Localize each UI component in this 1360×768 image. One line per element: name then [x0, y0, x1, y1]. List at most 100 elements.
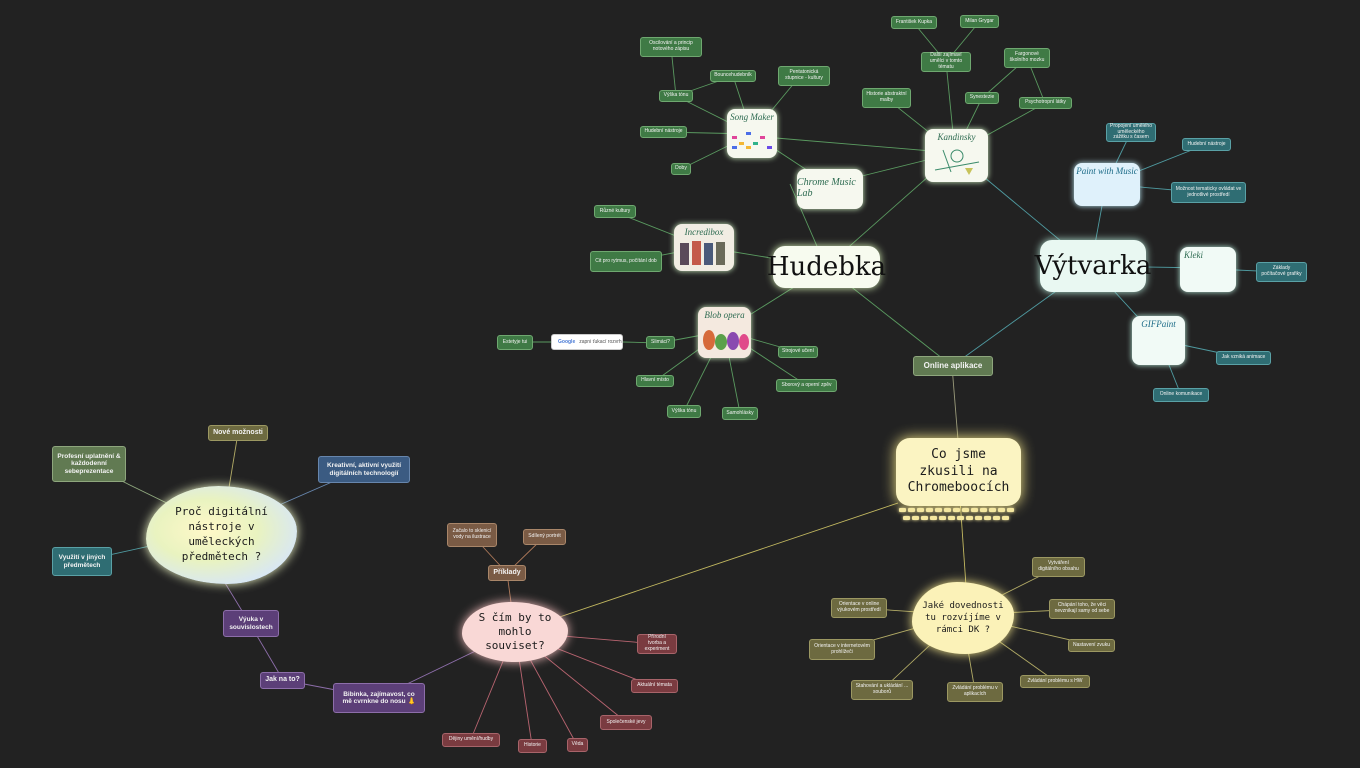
bibinka-node[interactable]: Bibinka, zajímavost, co mě cvrnkne do no… [333, 683, 425, 713]
spolecenske-jevy-node[interactable]: Společenské jevy [600, 715, 652, 730]
vyuziti-label: Využití v jiných předmětech [58, 554, 106, 569]
propojeni-node[interactable]: Propojení umělého uměleckého zážitku s č… [1106, 123, 1156, 142]
vyska-tonu-node-2[interactable]: Výška tónu [667, 405, 701, 418]
reseni-hw-label: Zvládání problému s HW [1027, 677, 1083, 684]
zaklady-grafiky-node[interactable]: Základy počítačové grafiky [1256, 262, 1307, 282]
hudebka-node[interactable]: Hudebka [767, 246, 886, 288]
hlavni-misto-label: Hlavní místo [641, 377, 669, 384]
hudebni-nastroje-node-2[interactable]: Hudební nástroje [1182, 138, 1231, 151]
orientace-internet-node[interactable]: Orientace v internetovém prohlížeči [809, 639, 875, 660]
hudebni-nastroje-label-2: Hudební nástroje [1187, 140, 1226, 147]
synestezie-label: Synestezie [969, 94, 995, 101]
fargonove-node[interactable]: Fargonové školního mozku [1004, 48, 1050, 68]
milan-grygar-node[interactable]: Milan Grygar [960, 15, 999, 28]
bouncehudebnik-node[interactable]: Bouncehudebník [710, 70, 756, 82]
vytvareni-obsahu-node[interactable]: Vytváření digitálního obsahu [1032, 557, 1085, 577]
song-maker-label: Song Maker [730, 112, 774, 122]
nove-moznosti-node[interactable]: Nové možnosti [208, 425, 268, 441]
blob-opera-card[interactable]: Blob opera [698, 307, 751, 358]
priklady-node[interactable]: Příklady [488, 565, 526, 581]
historie-abstraktni-node[interactable]: Historie abstraktní malby [862, 88, 911, 108]
pentatonika-node[interactable]: Pentatonická stupnice - kultury [778, 66, 830, 86]
dalsi-zajimavi-node[interactable]: Další zajímaví umělci v tomto tématu [921, 52, 971, 72]
song-maker-card[interactable]: Song Maker [727, 109, 777, 158]
orientace-online-node[interactable]: Orientace v online výukovém prostředí [831, 598, 887, 618]
synestezie-node[interactable]: Synestezie [965, 92, 999, 104]
estetyje-label: Estetyje tui [502, 338, 528, 345]
incredibox-card[interactable]: Incredibox [674, 224, 734, 271]
bibinka-label: Bibinka, zajímavost, co mě cvrnkne do no… [342, 690, 416, 705]
nove-moznosti-label: Nové možnosti [213, 428, 263, 436]
online-aplikace-node[interactable]: Online aplikace [913, 356, 993, 376]
oscilace-node[interactable]: Oscilování a princip notového zápisu [640, 37, 702, 57]
doby-node[interactable]: Doby [671, 163, 691, 175]
jak-vznika-label: Jak vzniká animace [1221, 354, 1266, 361]
vyuka-node[interactable]: Výuka v souvislostech [223, 610, 279, 637]
chapani-node[interactable]: Chápání toho, že věci nevznikají samy od… [1049, 599, 1115, 619]
paint-with-music-card[interactable]: Paint with Music [1074, 163, 1140, 206]
ruzne-kultury-node[interactable]: Různé kultury [594, 205, 636, 218]
frantisek-kupka-node[interactable]: František Kupka [891, 16, 937, 29]
prirodni-node[interactable]: Přírodní tvorba a experiment [637, 634, 677, 654]
chrome-music-lab-label: Chrome Music Lab [797, 177, 856, 199]
proc-digitalni-node[interactable]: Proč digitální nástroje v uměleckých pře… [146, 486, 297, 584]
kandinsky-card[interactable]: Kandinsky [925, 129, 988, 182]
co-jsme-zkusili-label: Co jsme zkusili na Chromeboocích [907, 446, 1010, 496]
vyuziti-node[interactable]: Využití v jiných předmětech [52, 547, 112, 576]
blob-singers-icon [702, 330, 749, 350]
psychotropni-label: Psychotropní látky [1025, 99, 1066, 106]
proc-digitalni-label: Proč digitální nástroje v uměleckých pře… [175, 505, 268, 563]
historie-label: Historie [524, 742, 541, 749]
sdileny-portret-node[interactable]: Sdílený portrét [523, 529, 566, 545]
ruzne-kultury-label: Různé kultury [599, 207, 631, 214]
cit-pro-rytmus-node[interactable]: Cit pro rytmus, počítání dob [590, 251, 662, 272]
co-jsme-zkusili-node[interactable]: Co jsme zkusili na Chromeboocích [896, 438, 1021, 506]
prirodni-label: Přírodní tvorba a experiment [644, 634, 670, 652]
historie-node[interactable]: Historie [518, 739, 547, 753]
google-search-box[interactable]: Google zapni ťukací rozvrh [551, 334, 623, 350]
aktualni-temata-label: Aktuální témata [637, 682, 672, 689]
hlavni-misto-node[interactable]: Hlavní místo [636, 375, 674, 387]
zvladani-aplikace-node[interactable]: Zvládání problému v aplikacích [947, 682, 1003, 702]
kreativni-node[interactable]: Kreativní, aktivní využití digitálních t… [318, 456, 410, 483]
chrome-music-lab-card[interactable]: Chrome Music Lab [797, 169, 863, 209]
jak-na-to-node[interactable]: Jak na to? [260, 672, 305, 689]
zacalo-label: Začalo to sklenicí vody na ilustrace [452, 528, 492, 540]
aktualni-temata-node[interactable]: Aktuální témata [631, 679, 678, 693]
frantisek-kupka-label: František Kupka [895, 18, 933, 25]
hudebni-nastroje-node-1[interactable]: Hudební nástroje [640, 126, 687, 138]
keyboard-icon [899, 508, 1014, 512]
gifpaint-label: GIFPaint [1141, 319, 1176, 329]
dejiny-node[interactable]: Dějiny umění/hudby [442, 733, 500, 747]
jak-vznika-node[interactable]: Jak vzniká animace [1216, 351, 1271, 365]
estetyje-node[interactable]: Estetyje tui [497, 335, 533, 350]
profesni-node[interactable]: Profesní uplatnění & každodenní sebeprez… [52, 446, 126, 482]
jake-dovednosti-node[interactable]: Jaké dovednosti tu rozvíjíme v rámci DK … [912, 582, 1014, 654]
psychotropni-node[interactable]: Psychotropní látky [1019, 97, 1072, 109]
reseni-hw-node[interactable]: Zvládání problému s HW [1020, 675, 1090, 688]
moznost-tematicky-node[interactable]: Možnost tematicky ovládat ve jednotlivé … [1171, 182, 1246, 203]
s-cim-by-to-node[interactable]: S čím by to mohlo souviset? [462, 602, 568, 662]
sborovy-node[interactable]: Sborový a operní zpěv [776, 379, 837, 392]
slimaci-node[interactable]: Slimáci? [646, 336, 675, 349]
gifpaint-card[interactable]: GIFPaint [1132, 316, 1185, 365]
spolecenske-jevy-label: Společenské jevy [606, 718, 646, 725]
samohlasky-node[interactable]: Samohlásky [722, 407, 758, 420]
nastaveni-zvuku-node[interactable]: Nastavení zvuku [1068, 639, 1115, 652]
vytvarka-node[interactable]: Výtvarka [1035, 240, 1151, 292]
kandinsky-sketch-icon [934, 149, 979, 175]
strojove-uceni-node[interactable]: Strojové učení [778, 346, 818, 358]
veda-node[interactable]: Věda [567, 738, 588, 752]
vyska-tonu-node-1[interactable]: Výška tónu [659, 90, 693, 102]
kleki-card[interactable]: Kleki [1180, 247, 1236, 292]
historie-abstraktni-label: Historie abstraktní malby [866, 91, 907, 103]
zacalo-node[interactable]: Začalo to sklenicí vody na ilustrace [447, 523, 497, 547]
song-maker-grid-icon [732, 132, 772, 149]
online-komunikace-node[interactable]: Online komunikace [1153, 388, 1209, 402]
dejiny-label: Dějiny umění/hudby [448, 736, 494, 743]
fargonove-label: Fargonové školního mozku [1009, 51, 1045, 63]
moznost-tematicky-label: Možnost tematicky ovládat ve jednotlivé … [1175, 185, 1242, 198]
stahovani-node[interactable]: Stahování a ukládání ... souborů [851, 680, 913, 700]
cit-pro-rytmus-label: Cit pro rytmus, počítání dob [595, 257, 657, 264]
